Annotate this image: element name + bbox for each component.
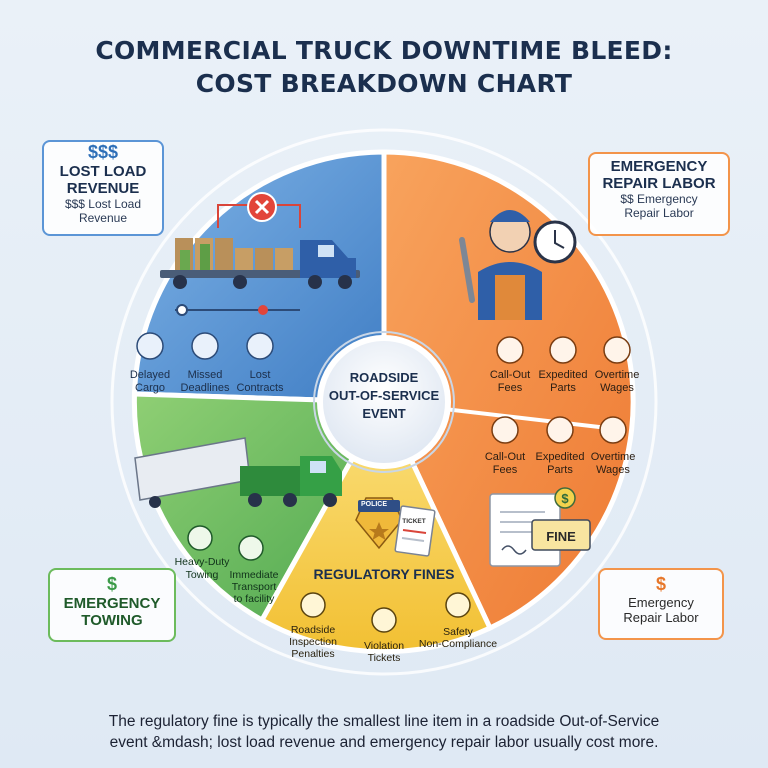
phone-icon bbox=[496, 336, 524, 364]
footer-caption: The regulatory fine is typically the sma… bbox=[30, 711, 738, 753]
tow-truck-illustration bbox=[134, 437, 342, 508]
heavy-duty-towing-label-2: Towing bbox=[186, 569, 219, 581]
footer-line-2: event &mdash; lost load revenue and emer… bbox=[109, 734, 659, 751]
expedited-parts-2-label-1: Expedited bbox=[536, 451, 585, 463]
mechanic-illustration bbox=[459, 210, 577, 320]
emergency-repair-labor-bottom-callout: $ Emergency Repair Labor bbox=[598, 568, 724, 640]
violation-tickets-label-1: Violation bbox=[364, 640, 404, 652]
calendar-icon bbox=[191, 332, 219, 360]
repair-top-head-2: REPAIR LABOR bbox=[602, 175, 716, 192]
emergency-towing-callout: $ EMERGENCY TOWING bbox=[48, 568, 176, 642]
lost-contracts-label-1: Lost bbox=[250, 369, 271, 381]
repair-bottom-line-1: Emergency bbox=[628, 595, 694, 610]
lost-contracts-label-2: Contracts bbox=[236, 382, 284, 394]
immediate-transport-label-2: Transport bbox=[232, 581, 277, 593]
tow-truck-icon bbox=[187, 525, 213, 551]
overtime-wages-2-label-1: Overtime bbox=[591, 451, 636, 463]
orange-bottom-items: Call-Out Fees Expedited Parts Overtime W… bbox=[485, 416, 636, 544]
lost-load-head-1: LOST LOAD bbox=[59, 163, 147, 180]
gear-icon bbox=[546, 416, 574, 444]
overtime-wages-label-2: Wages bbox=[600, 382, 634, 394]
green-segment-items: Heavy-Duty Towing Immediate Transport to… bbox=[175, 525, 279, 605]
stopwatch-icon bbox=[603, 336, 631, 364]
repair-bottom-symbol: $ bbox=[655, 574, 666, 594]
safety-non-compliance-label-1: Safety bbox=[443, 626, 474, 638]
roadside-inspection-label-1: Roadside bbox=[291, 624, 336, 636]
violation-tickets-label-2: Tickets bbox=[368, 652, 401, 664]
center-line-3: EVENT bbox=[362, 406, 405, 421]
delayed-cargo-icon bbox=[136, 332, 164, 360]
call-out-fees-label-2: Fees bbox=[498, 382, 523, 394]
towing-symbol: $ bbox=[106, 574, 117, 594]
blue-segment-items: Delayed Cargo Missed Deadlines Lost Cont… bbox=[130, 332, 284, 394]
overtime-wages-2-label-2: Wages bbox=[596, 464, 630, 476]
call-out-fees-2-label-1: Call-Out bbox=[485, 451, 525, 463]
overtime-wages-label-1: Overtime bbox=[595, 369, 640, 381]
center-hub bbox=[317, 335, 451, 469]
lost-load-symbol: $$$ bbox=[87, 142, 119, 162]
wrench-icon bbox=[459, 237, 475, 303]
lost-load-head-2: REVENUE bbox=[66, 180, 140, 197]
delayed-cargo-item: Delayed Cargo bbox=[130, 332, 170, 394]
regulatory-fines-heading: REGULATORY FINES bbox=[313, 566, 454, 582]
title-line-1: COMMERCIAL TRUCK DOWNTIME BLEED: bbox=[95, 36, 673, 65]
towing-head-1: EMERGENCY bbox=[63, 595, 161, 612]
emergency-repair-labor-callout: EMERGENCY REPAIR LABOR $$ Emergency Repa… bbox=[588, 152, 730, 236]
transport-truck-icon bbox=[238, 535, 264, 561]
safety-non-compliance-label-2: Non-Compliance bbox=[419, 638, 497, 650]
phone-icon bbox=[491, 416, 519, 444]
lost-contracts-item: Lost Contracts bbox=[236, 332, 284, 394]
roadside-inspection-label-2: Inspection bbox=[289, 636, 337, 648]
delayed-cargo-label-2: Cargo bbox=[135, 382, 165, 394]
orange-top-items: Call-Out Fees Expedited Parts Overtime W… bbox=[490, 336, 640, 394]
yellow-segment-items: POLICE TICKET REGULATORY FINES Roadside … bbox=[289, 501, 497, 664]
immediate-transport-label-3: to facility bbox=[234, 593, 276, 605]
ticket-label: TICKET bbox=[402, 518, 426, 525]
roadside-inspection-label-3: Penalties bbox=[291, 648, 334, 660]
lost-load-sub-2: Revenue bbox=[78, 211, 128, 225]
repair-top-sub-2: Repair Labor bbox=[624, 206, 694, 220]
heavy-duty-towing-label-1: Heavy-Duty bbox=[175, 556, 231, 568]
center-line-2: OUT-OF-SERVICE bbox=[329, 388, 440, 403]
outer-ring bbox=[110, 128, 658, 676]
repair-bottom-line-2: Repair Labor bbox=[623, 610, 699, 625]
gear-icon bbox=[549, 336, 577, 364]
towing-head-2: TOWING bbox=[81, 612, 143, 629]
dollar-coin-icon bbox=[554, 487, 576, 509]
call-out-fees-label-1: Call-Out bbox=[490, 369, 530, 381]
flatbed-truck-illustration bbox=[160, 192, 360, 316]
lost-load-sub-1: $$$ Lost Load bbox=[64, 197, 142, 211]
ticket-icon bbox=[371, 607, 397, 633]
missed-deadlines-item: Missed Deadlines bbox=[181, 332, 230, 394]
inspector-icon bbox=[300, 592, 326, 618]
contract-icon bbox=[246, 332, 274, 360]
repair-top-head-1: EMERGENCY bbox=[610, 158, 708, 175]
delayed-cargo-label-1: Delayed bbox=[130, 369, 170, 381]
lost-load-revenue-callout: $$$ LOST LOAD REVENUE $$$ Lost Load Reve… bbox=[42, 140, 164, 236]
page-title: COMMERCIAL TRUCK DOWNTIME BLEED: COST BR… bbox=[0, 34, 768, 100]
missed-deadlines-label-1: Missed bbox=[188, 369, 223, 381]
svg-text:$: $ bbox=[561, 491, 569, 506]
no-entry-icon bbox=[445, 592, 471, 618]
police-badge-label: POLICE bbox=[361, 501, 387, 508]
fine-document-illustration: $ bbox=[489, 487, 591, 567]
expedited-parts-label-1: Expedited bbox=[539, 369, 588, 381]
immediate-transport-label-1: Immediate bbox=[229, 569, 278, 581]
footer-line-1: The regulatory fine is typically the sma… bbox=[108, 713, 660, 730]
police-badge-illustration bbox=[355, 497, 436, 557]
expedited-parts-label-2: Parts bbox=[550, 382, 576, 394]
missed-deadlines-label-2: Deadlines bbox=[181, 382, 230, 394]
expedited-parts-2-label-2: Parts bbox=[547, 464, 573, 476]
stopwatch-icon bbox=[599, 416, 627, 444]
call-out-fees-2-label-2: Fees bbox=[493, 464, 518, 476]
fine-label: FINE bbox=[546, 529, 576, 544]
repair-top-sub-1: $$ Emergency bbox=[620, 192, 698, 206]
center-line-1: ROADSIDE bbox=[350, 370, 419, 385]
title-line-2: COST BREAKDOWN CHART bbox=[195, 69, 573, 98]
